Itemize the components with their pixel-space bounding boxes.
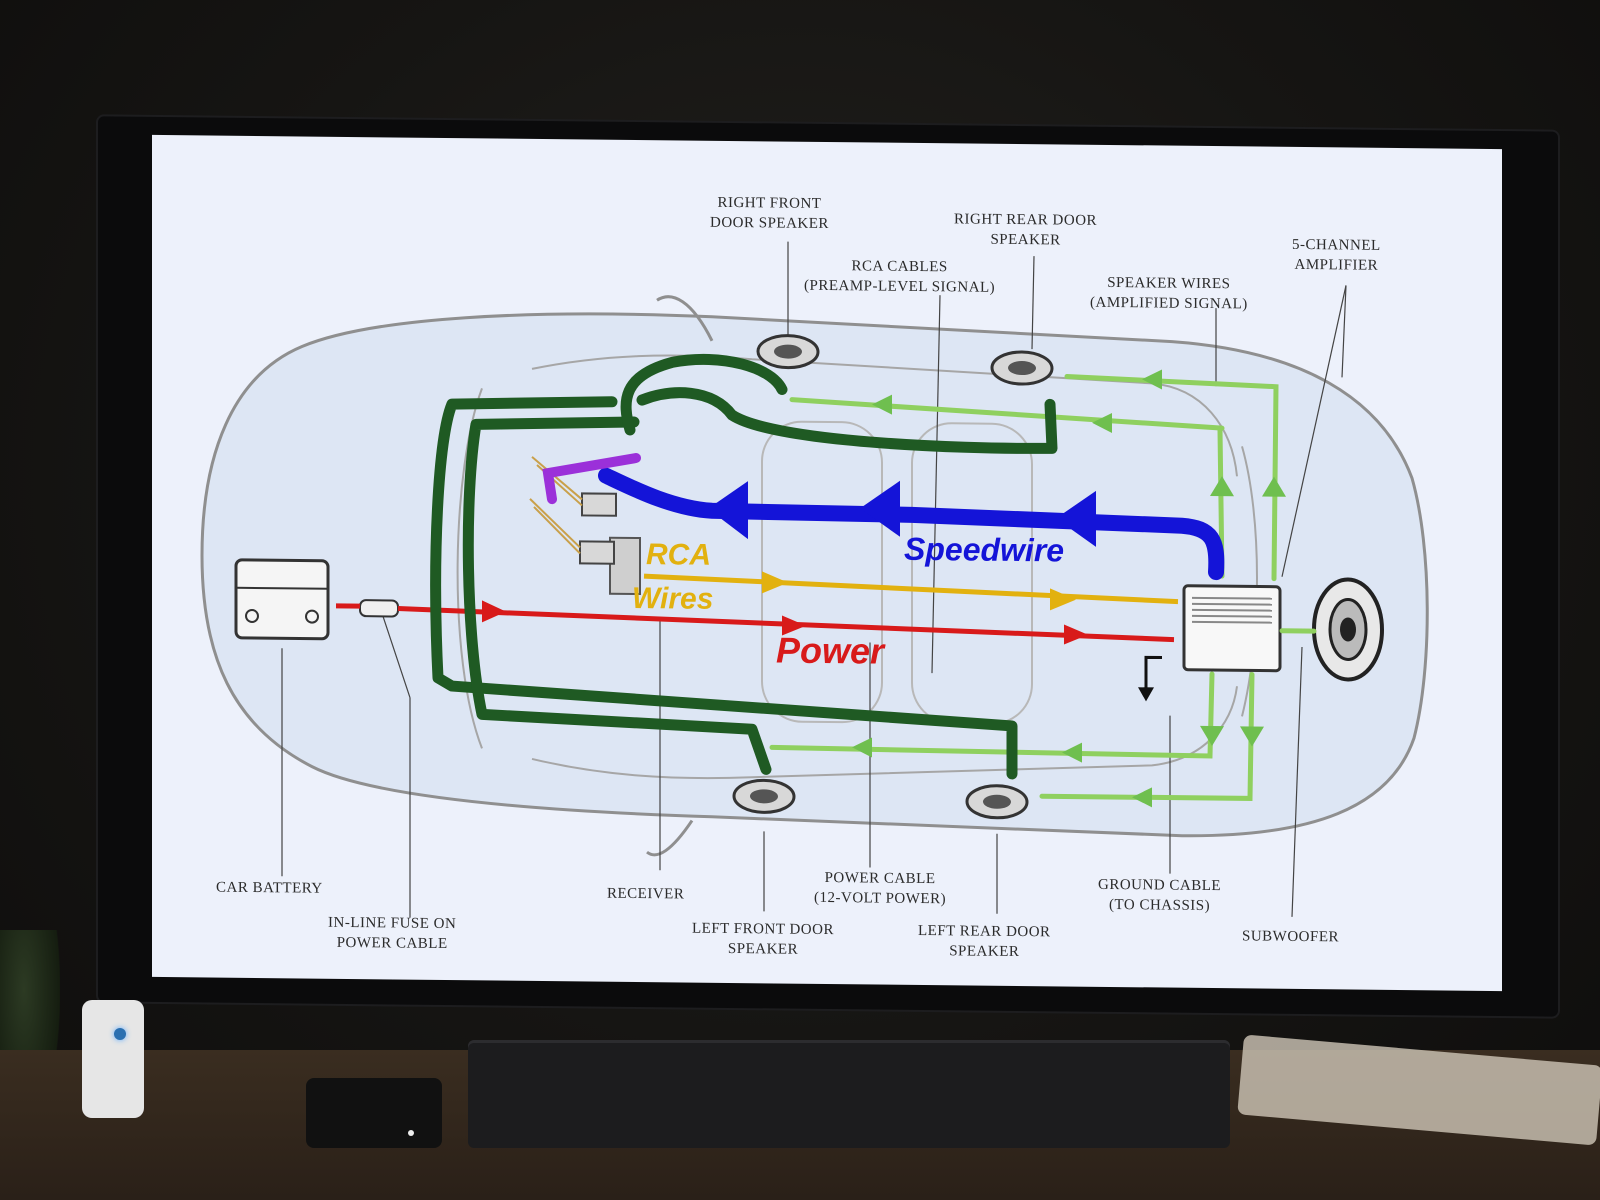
label-power-cable: POWER CABLE(12-VOLT POWER) <box>814 869 947 908</box>
label-car-battery: CAR BATTERY <box>216 879 323 897</box>
car-battery-icon <box>234 558 330 641</box>
ground-arrowhead <box>1138 687 1154 702</box>
right-front-speaker <box>756 334 820 370</box>
soundbar <box>468 1040 1230 1148</box>
label-rca-cables: RCA CABLES(PREAMP-LEVEL SIGNAL) <box>804 258 996 296</box>
original-wire-arrows <box>852 369 1286 808</box>
overlay-speedwire: Speedwire <box>904 530 1065 569</box>
label-receiver: RECEIVER <box>607 885 685 903</box>
left-front-speaker <box>732 778 796 814</box>
receiver-icon <box>529 456 641 596</box>
ground-arrow <box>1144 655 1162 694</box>
car-outline <box>200 295 1429 857</box>
streaming-box-led <box>408 1130 414 1136</box>
left-rear-speaker <box>965 784 1029 820</box>
label-subwoofer: SUBWOOFER <box>1242 928 1340 946</box>
overlay-wires: Wires <box>632 581 714 616</box>
overlay-rca: RCA <box>646 538 711 572</box>
car-audio-diagram <box>200 241 1429 918</box>
inline-fuse-icon <box>359 599 399 618</box>
right-rear-speaker <box>990 350 1054 386</box>
label-speaker-wires: SPEAKER WIRES(AMPLIFIED SIGNAL) <box>1090 274 1248 313</box>
label-ground-cable: GROUND CABLE(TO CHASSIS) <box>1098 876 1222 915</box>
amplifier-icon <box>1182 584 1282 673</box>
rca-wire <box>643 571 1179 611</box>
streaming-box <box>306 1078 442 1148</box>
security-camera <box>82 1000 144 1118</box>
power-wire <box>336 600 1175 645</box>
overlay-power: Power <box>776 629 885 672</box>
purple-connector <box>542 452 641 505</box>
speedwire <box>598 467 1225 581</box>
camera-lens-icon <box>114 1028 126 1040</box>
subwoofer-icon <box>1312 577 1384 682</box>
drawn-speaker-wires <box>430 354 1058 780</box>
